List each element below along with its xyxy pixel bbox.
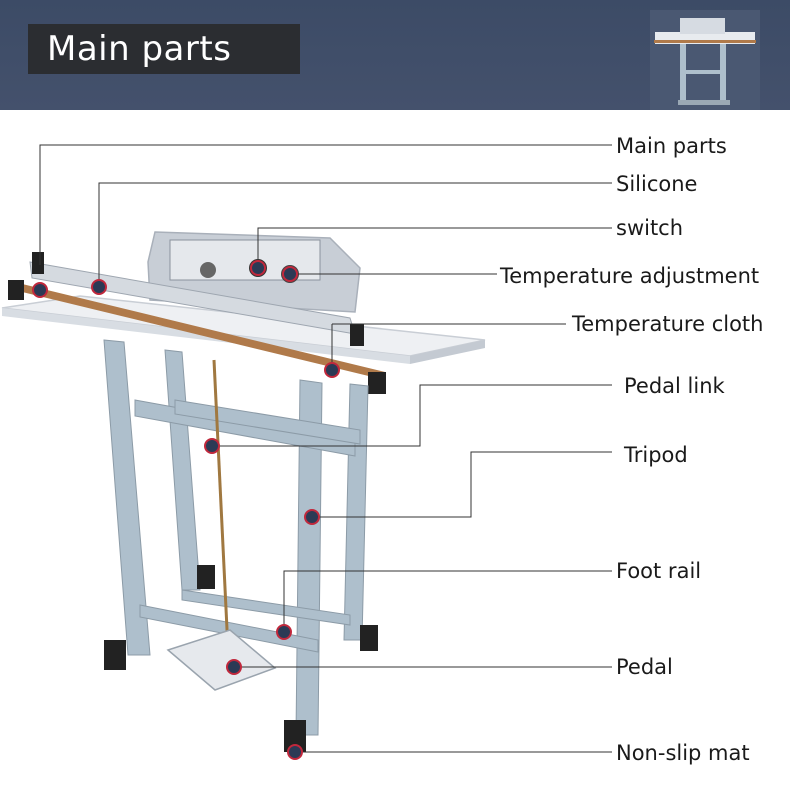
label-temperature-adjustment: Temperature adjustment [498,263,762,289]
label-main-parts: Main parts [614,133,729,159]
title-box [28,24,300,74]
foot-pedal [166,629,277,691]
label-pedal-link: Pedal link [622,373,727,399]
label-temperature-cloth: Temperature cloth [570,311,766,337]
tripod-stand [103,339,369,736]
leader-lines [39,144,612,753]
page-title: Main parts [47,29,232,69]
marker-pedal [226,659,242,675]
non-slip-feet [104,565,378,752]
heating-strip [14,282,385,380]
marker-main-parts [32,282,48,298]
label-non-slip-mat: Non-slip mat [614,740,752,766]
marker-pedal-link [204,438,220,454]
marker-temperature-adjustment [282,266,298,282]
header-banner: Main parts [0,0,790,110]
label-tripod: Tripod [622,442,690,468]
marker-temperature-cloth [324,362,340,378]
label-switch: switch [614,215,686,241]
callout-markers [32,260,340,760]
sealer-thumbnail [650,10,760,110]
marker-non-slip-mat [287,744,303,760]
label-pedal: Pedal [614,654,675,680]
label-silicone: Silicone [614,171,700,197]
marker-silicone [91,279,107,295]
pedal-rod [212,359,230,651]
label-foot-rail: Foot rail [614,558,704,584]
marker-foot-rail [276,624,292,640]
marker-switch [250,260,266,276]
marker-tripod [304,509,320,525]
